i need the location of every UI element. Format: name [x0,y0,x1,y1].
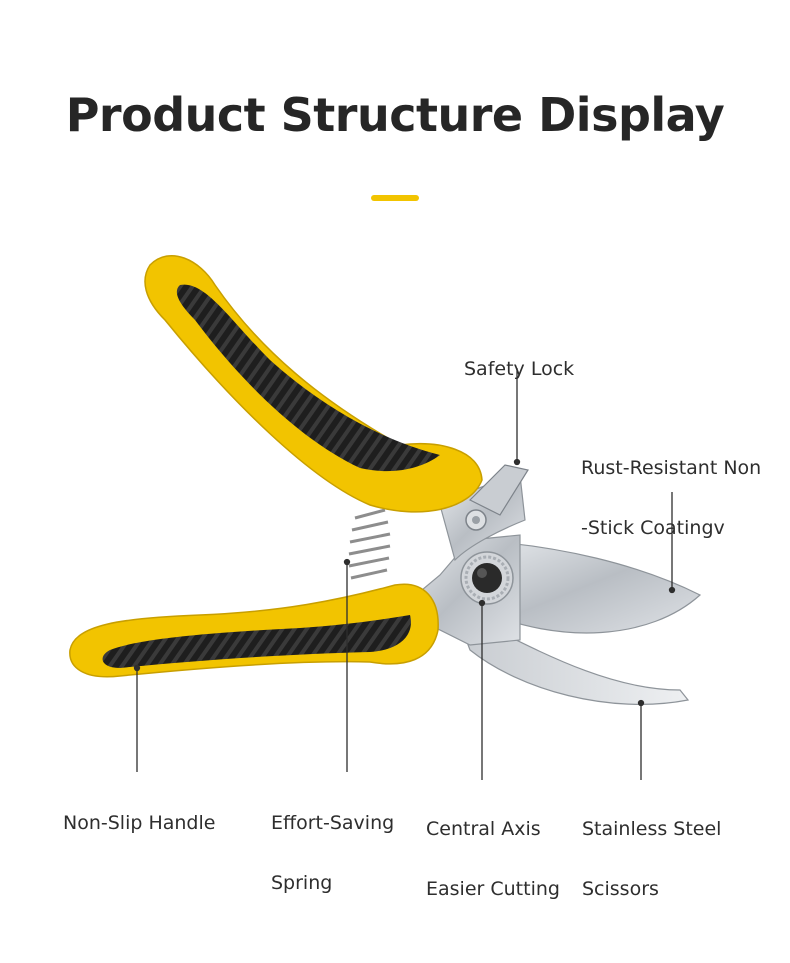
upper-blade [469,539,702,634]
spring [348,508,391,580]
label-spring-line1: Effort-Saving [271,812,395,834]
callout-lines [133,368,676,780]
label-safety-lock-text: Safety Lock [464,358,575,380]
callout-dot-handle [133,664,141,672]
lower-blade [453,608,690,705]
callout-dot-steel [637,699,645,707]
label-axis: Central Axis Easier Cutting [426,784,560,934]
callout-dot-spring [343,558,351,566]
callout-dot-axis [478,599,486,607]
label-handle-text: Non-Slip Handle [63,812,216,834]
label-coating-line2: -Stick Coatingv [581,517,725,539]
label-axis-line2: Easier Cutting [426,878,560,900]
label-safety-lock: Safety Lock [464,324,574,384]
label-handle: Non-Slip Handle [63,778,215,838]
upper-handle [144,255,483,513]
page-title: Product Structure Display [65,88,725,142]
safety-lock [465,464,529,531]
label-coating-line1: Rust-Resistant Non [581,457,762,479]
label-spring-line2: Spring [271,872,333,894]
label-coating: Rust-Resistant Non -Stick Coatingv [581,423,761,573]
label-axis-line1: Central Axis [426,818,541,840]
label-steel-line1: Stainless Steel [582,818,722,840]
callout-dot-coating [668,586,676,594]
label-spring: Effort-Saving Spring [271,778,394,928]
label-steel-line2: Scissors [582,878,659,900]
central-axis-bolt [460,551,514,605]
title-accent-bar [371,195,419,201]
label-steel: Stainless Steel Scissors [582,784,721,934]
lower-handle [69,583,439,678]
callout-dot-safety-lock [513,458,521,466]
